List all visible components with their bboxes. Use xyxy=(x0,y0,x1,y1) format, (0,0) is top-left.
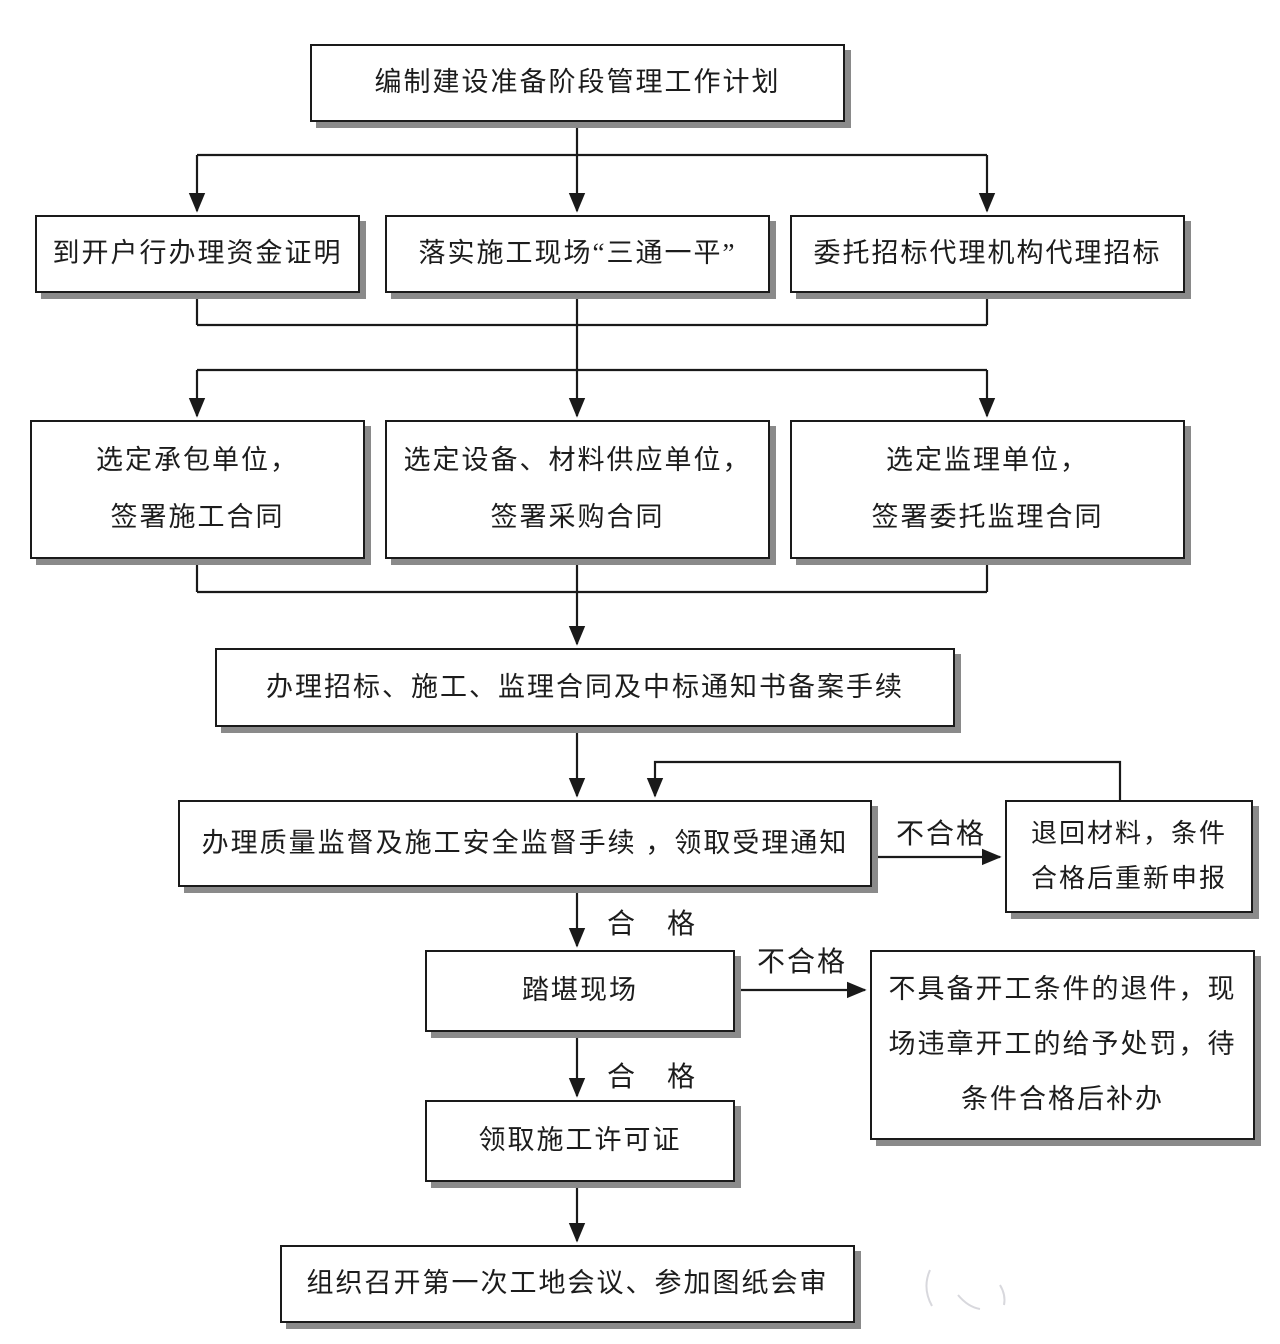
node-contractor-line1: 选定承包单位， xyxy=(96,444,299,475)
node-return-materials: 退回材料，条件 合格后重新申报 xyxy=(1005,800,1253,913)
node-equipment: 选定设备、材料供应单位， 签署采购合同 xyxy=(385,420,770,559)
node-first-meeting: 组织召开第一次工地会议、参加图纸会审 xyxy=(280,1245,855,1323)
node-equipment-line1: 选定设备、材料供应单位， xyxy=(403,444,752,475)
node-quality: 办理质量监督及施工安全监督手续 ，领取受理通知 xyxy=(178,800,872,887)
node-supervision-line2: 签署委托监理合同 xyxy=(871,502,1104,533)
node-equipment-line2: 签署采购合同 xyxy=(490,502,665,533)
node-supervision-line1: 选定监理单位， xyxy=(886,444,1089,475)
node-reject-line2: 场违章开工的给予处罚，待 xyxy=(888,1029,1237,1060)
label-fail-inspection: 不合格 xyxy=(757,947,848,978)
label-fail-quality: 不合格 xyxy=(896,819,987,850)
node-plan: 编制建设准备阶段管理工作计划 xyxy=(310,44,845,122)
node-reject-line1: 不具备开工条件的退件，现 xyxy=(888,973,1237,1004)
node-contractor-line2: 签署施工合同 xyxy=(110,502,285,533)
edge-feedback-loop xyxy=(646,760,1122,800)
node-permit: 领取施工许可证 xyxy=(425,1100,735,1182)
node-agency: 委托招标代理机构代理招标 xyxy=(790,215,1185,293)
node-return-line1: 退回材料，条件 xyxy=(1030,819,1227,848)
node-fund: 到开户行办理资金证明 xyxy=(35,215,360,293)
node-reject: 不具备开工条件的退件，现 场违章开工的给予处罚，待 条件合格后补办 xyxy=(870,950,1255,1140)
node-reject-line3: 条件合格后补办 xyxy=(961,1084,1164,1115)
node-site-inspection: 踏堪现场 xyxy=(425,950,735,1032)
label-pass-quality: 合 格 xyxy=(607,909,698,940)
node-supervision: 选定监理单位， 签署委托监理合同 xyxy=(790,420,1185,559)
node-site: 落实施工现场“三通一平” xyxy=(385,215,770,293)
watermark-smudge xyxy=(925,1269,1006,1310)
label-pass-inspection: 合 格 xyxy=(607,1062,698,1093)
node-filing: 办理招标、施工、监理合同及中标通知书备案手续 xyxy=(215,648,955,727)
node-return-line2: 合格后重新申报 xyxy=(1030,863,1227,893)
node-contractor: 选定承包单位， 签署施工合同 xyxy=(30,420,365,559)
